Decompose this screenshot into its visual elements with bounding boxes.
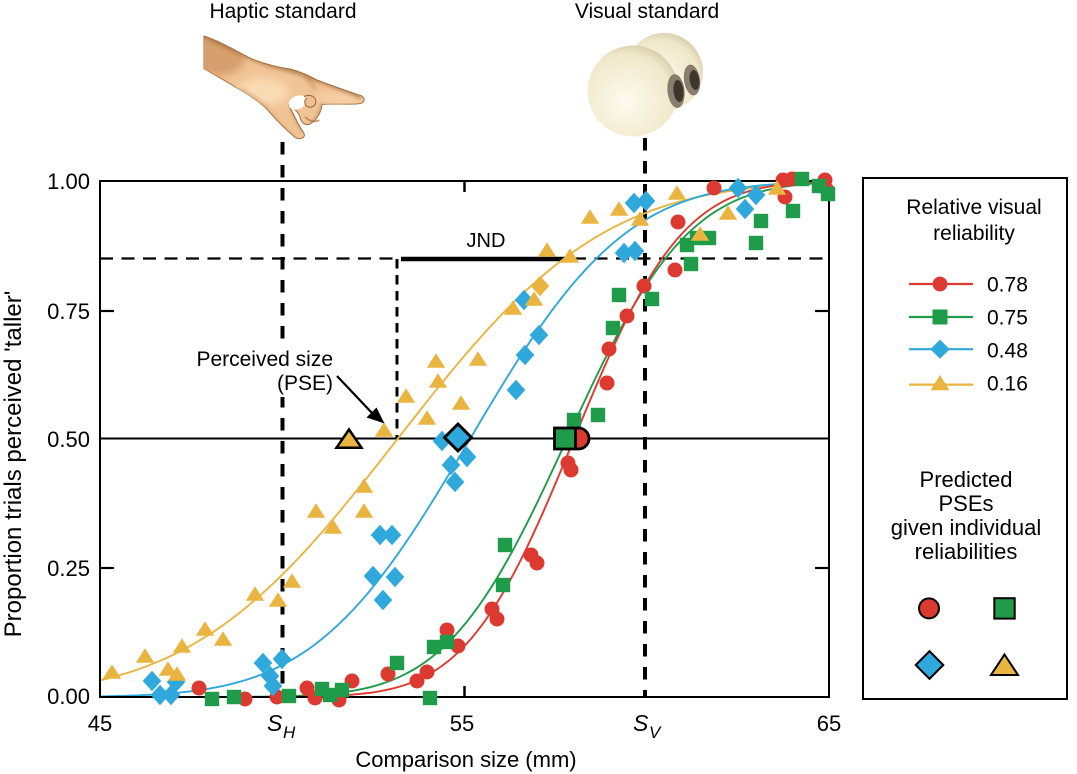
svg-text:0.50: 0.50 xyxy=(47,427,90,452)
svg-text:0.25: 0.25 xyxy=(47,556,90,581)
svg-text:Haptic standard: Haptic standard xyxy=(209,0,356,23)
svg-text:H: H xyxy=(283,723,296,742)
svg-text:S: S xyxy=(267,710,283,736)
svg-text:65: 65 xyxy=(817,711,841,736)
svg-text:(PSE): (PSE) xyxy=(277,372,333,395)
svg-text:PSEs: PSEs xyxy=(938,491,993,516)
svg-text:0.75: 0.75 xyxy=(47,299,90,324)
svg-text:1.00: 1.00 xyxy=(47,169,90,194)
svg-text:Predicted: Predicted xyxy=(920,467,1013,492)
svg-text:0.00: 0.00 xyxy=(47,684,90,709)
svg-text:JND: JND xyxy=(467,230,506,252)
svg-text:45: 45 xyxy=(88,711,112,736)
svg-text:Perceived size: Perceived size xyxy=(196,348,333,371)
svg-text:0.16: 0.16 xyxy=(987,373,1028,396)
svg-text:given individual: given individual xyxy=(891,515,1041,540)
svg-text:Visual standard: Visual standard xyxy=(575,0,719,23)
svg-text:Proportion trials perceived 't: Proportion trials perceived 'taller' xyxy=(0,291,27,638)
svg-text:S: S xyxy=(633,710,649,736)
svg-text:Relative visual: Relative visual xyxy=(906,196,1041,219)
svg-text:V: V xyxy=(649,723,662,742)
svg-text:0.48: 0.48 xyxy=(987,340,1028,363)
svg-text:Comparison size (mm): Comparison size (mm) xyxy=(355,747,576,772)
svg-text:0.75: 0.75 xyxy=(987,307,1028,330)
svg-text:0.78: 0.78 xyxy=(987,274,1028,297)
svg-text:reliabilities: reliabilities xyxy=(915,539,1018,564)
svg-text:reliability: reliability xyxy=(933,222,1015,245)
svg-text:55: 55 xyxy=(450,711,474,736)
